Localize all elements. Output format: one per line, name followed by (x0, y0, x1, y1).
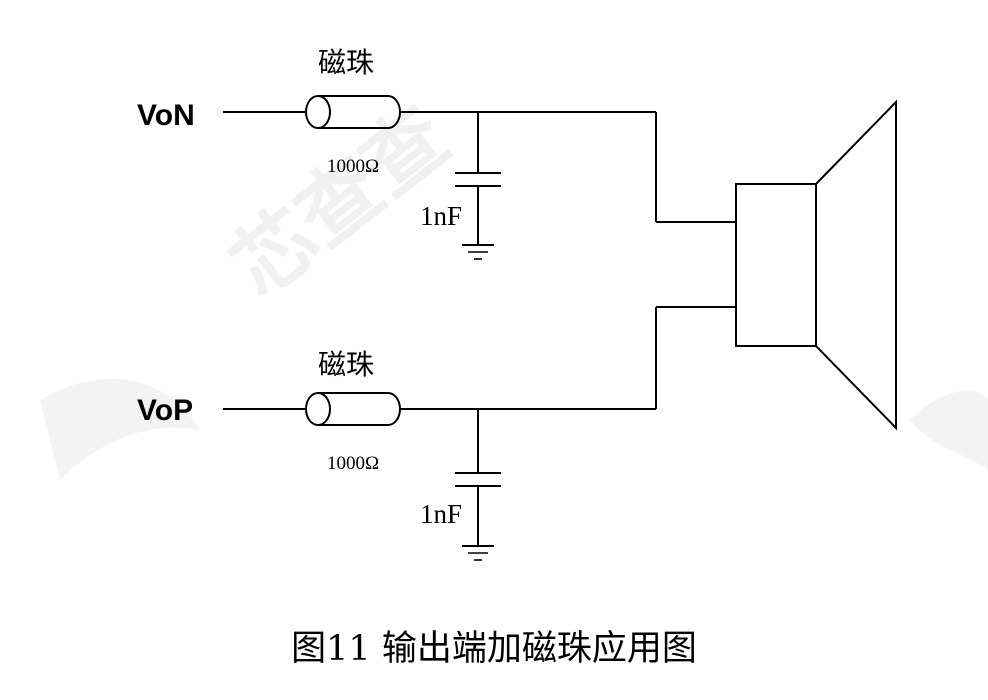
ferrite-bead-icon (305, 392, 401, 426)
speaker-icon (735, 99, 897, 431)
watermark-leaf-left (40, 378, 200, 480)
capacitor-icon (455, 472, 501, 487)
ground-icon (462, 545, 494, 561)
bead-value-bottom: 1000Ω (327, 453, 379, 474)
bead-value-top: 1000Ω (327, 156, 379, 177)
figure-caption: 图11 输出端加磁珠应用图 (291, 629, 697, 669)
cap-value-top: 1nF (420, 201, 462, 231)
channel-bottom: VoP 磁珠 1000Ω 1nF (137, 306, 736, 561)
speaker-cone (815, 99, 897, 431)
ground-icon (462, 244, 494, 260)
speaker-magnet (735, 183, 817, 347)
bead-label-top: 磁珠 (318, 46, 374, 79)
capacitor-icon (455, 172, 501, 187)
channel-top: VoN 磁珠 1000Ω 1nF (137, 46, 736, 260)
bead-end (305, 392, 331, 426)
bead-end (305, 95, 331, 129)
watermark-leaf-right (910, 391, 988, 470)
bead-label-bottom: 磁珠 (318, 348, 374, 381)
cap-value-bottom: 1nF (420, 499, 462, 529)
port-label-von: VoN (137, 99, 195, 132)
port-label-vop: VoP (137, 394, 193, 427)
